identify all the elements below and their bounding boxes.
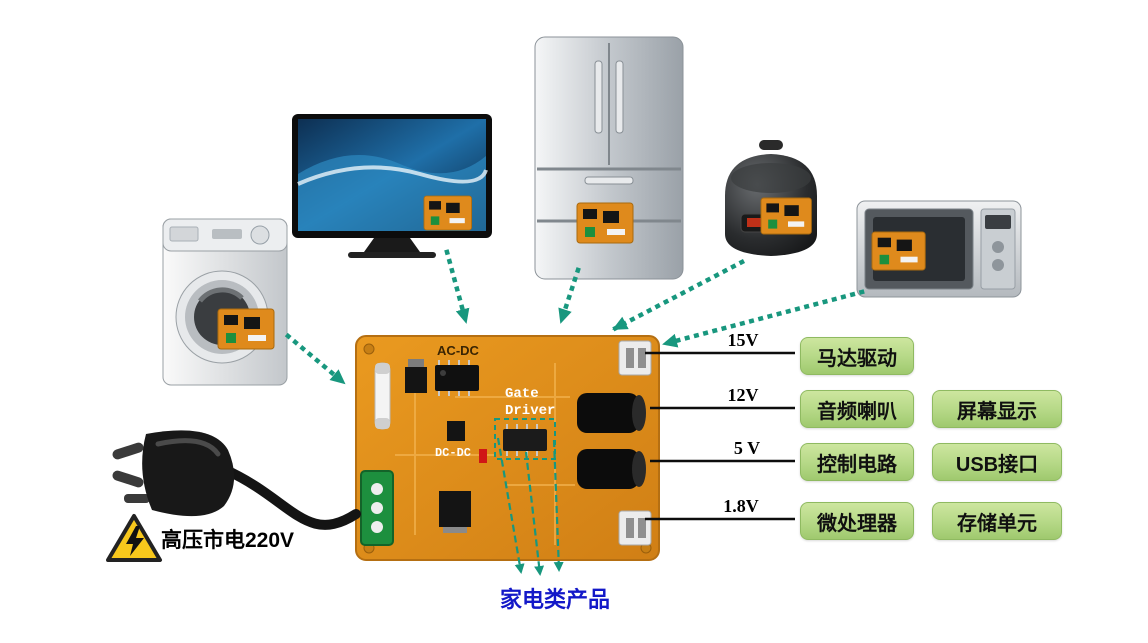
voltage-label-1v8: 1.8V	[723, 496, 759, 516]
green-terminal-block	[360, 470, 394, 546]
box-screen-display: 屏幕显示	[932, 390, 1062, 428]
mosfet	[439, 491, 471, 533]
red-led	[479, 449, 487, 463]
voltage-label-12v: 12V	[727, 385, 759, 405]
acdc-ic	[435, 360, 479, 396]
rice-cooker-drawing	[725, 140, 817, 256]
power-board-drawing: AC-DC Gate Driver DC-DC	[355, 335, 660, 561]
rice-cooker-image	[715, 138, 827, 266]
driver-label: Driver	[505, 403, 555, 419]
acdc-label: AC-DC	[437, 343, 479, 358]
tv-drawing	[292, 114, 492, 258]
voltage-label-15v: 15V	[727, 330, 759, 350]
home-appliance-products-label: 家电类产品	[499, 587, 610, 612]
barrel-connectors	[577, 393, 646, 489]
high-voltage-warning-icon	[106, 514, 162, 562]
power-cable	[221, 465, 361, 530]
box-control-circuit: 控制电路	[800, 443, 914, 481]
box-motor-drive: 马达驱动	[800, 337, 914, 375]
fuse	[374, 362, 391, 430]
box-storage-unit: 存储单元	[932, 502, 1062, 540]
washing-machine-image	[160, 205, 290, 390]
microwave-drawing	[856, 200, 1022, 298]
white-connectors	[618, 340, 652, 546]
output-lines	[645, 351, 795, 521]
embedded-pcb	[871, 231, 926, 271]
embedded-pcb	[576, 202, 634, 244]
power-plug-icon	[112, 430, 235, 517]
microwave-image	[855, 195, 1025, 307]
small-transistor	[447, 421, 465, 441]
gate-label: Gate	[505, 386, 539, 402]
embedded-pcb	[760, 197, 812, 235]
arrow-washer-to-board	[284, 332, 348, 387]
washing-machine-drawing	[162, 218, 288, 386]
voltage-label-5v: 5 V	[733, 438, 761, 458]
transistor	[405, 359, 427, 393]
refrigerator-drawing	[534, 36, 684, 280]
power-board-image: AC-DC Gate Driver DC-DC	[355, 335, 660, 563]
tv-image	[290, 112, 495, 264]
dcdc-label: DC-DC	[435, 446, 471, 460]
mains-voltage-label: 高压市电220V	[161, 529, 295, 552]
box-usb-interface: USB接口	[932, 443, 1062, 481]
box-audio-speaker: 音频喇叭	[800, 390, 914, 428]
embedded-pcb	[217, 308, 275, 350]
embedded-pcb	[423, 195, 473, 231]
box-microprocessor: 微处理器	[800, 502, 914, 540]
refrigerator-image	[525, 35, 690, 285]
